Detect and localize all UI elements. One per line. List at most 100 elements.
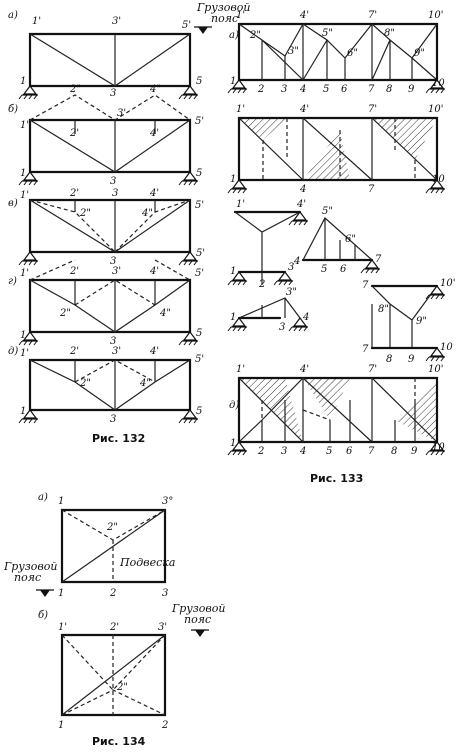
node-label: 1 (230, 76, 236, 87)
node-label: 3 (110, 414, 116, 425)
truss-v-dashed (29, 199, 191, 253)
node-label: 4" (149, 84, 161, 95)
fig134-a: а) 1 3° 2" 1 2 3 Подвеска Грузовой пояс (3, 492, 175, 599)
truss-v-chords (28, 198, 192, 254)
node-label: 4' (299, 364, 309, 375)
substruct-web (302, 217, 373, 261)
node-label: 1' (20, 268, 29, 279)
node-label: 9" (416, 316, 427, 327)
hatched-panel (372, 118, 437, 160)
node-label: 1' (236, 199, 245, 210)
support-icon (288, 211, 309, 226)
node-label: 2' (69, 188, 79, 199)
frame-b-diagonal (61, 634, 166, 716)
node-label: 1' (236, 10, 245, 21)
node-label: 10' (428, 364, 443, 375)
fig132-group: а) 1' 3' 5' 1 3 5 Грузовой пояс б) 1' 2"… (8, 1, 250, 445)
letter-a: а) (8, 10, 18, 21)
substruct-web (234, 211, 301, 272)
node-label: 6" (345, 234, 356, 245)
node-label: 5 (196, 406, 202, 417)
letter-g: г) (8, 276, 17, 287)
node-label: 5 (196, 328, 202, 339)
fig133-v: 1' 4' 1 2 3 1 3" 3 4 5" 6" 4 5 6 7 (227, 199, 455, 365)
truss-a-chords (28, 32, 192, 88)
node-label: 4' (149, 266, 159, 277)
truss-a-web (29, 33, 191, 87)
node-label: 2" (79, 378, 91, 389)
node-label: 4 (299, 184, 306, 195)
substruct-web (371, 285, 438, 348)
fig133-b: 1' 4' 7' 10' 1 4 7 10 (227, 104, 446, 195)
node-label: 4" (141, 208, 153, 219)
node-label: 5' (195, 354, 204, 365)
node-label: 5 (321, 264, 327, 275)
node-label: 2 (109, 588, 116, 599)
node-label: 6" (347, 48, 358, 59)
node-label: 10' (428, 10, 443, 21)
truss-g-dashed (29, 259, 191, 306)
node-label: 3" (288, 46, 299, 57)
truss-133b-dashed (262, 118, 416, 180)
node-label: 7' (368, 104, 377, 115)
node-label: 1 (230, 312, 236, 323)
node-label: 7 (362, 344, 369, 355)
node-label: 1 (20, 168, 26, 179)
fig133-group: а) 1' 4' 7' 10' 2" 3" 5" 6" 8" 9" 1 2 3 … (227, 10, 455, 485)
suspension-label: Подвеска (119, 556, 175, 569)
hatched-panel (239, 118, 287, 140)
fig133-d: д) 1' 4' 7' 10' 1 2 3 4 5 6 7 8 9 10 (227, 364, 446, 457)
node-label: 1 (230, 174, 236, 185)
node-label: 10' (428, 104, 443, 115)
node-label: 4" (159, 308, 171, 319)
truss-133a-web (238, 23, 438, 81)
node-label: 4' (149, 188, 159, 199)
node-label: 1 (20, 330, 26, 341)
load-belt-label: пояс (211, 12, 238, 25)
node-label: 5' (182, 20, 191, 31)
node-label: 1 (20, 406, 26, 417)
node-label: 1' (20, 120, 29, 131)
node-label: 9 (408, 84, 415, 95)
node-label: 4' (299, 104, 309, 115)
node-label: 5 (326, 446, 332, 457)
node-label: 5' (195, 268, 204, 279)
caption-fig134: Рис. 134 (92, 735, 146, 748)
node-label: 4 (302, 312, 309, 323)
load-belt-label: пояс (184, 613, 211, 626)
node-label: 3' (117, 108, 126, 119)
node-label: 10 (432, 442, 445, 453)
node-label: 4 (299, 84, 306, 95)
node-label: 5' (195, 116, 204, 127)
node-label: 3' (112, 16, 121, 27)
node-label: 10 (432, 78, 445, 89)
node-label: 4 (299, 446, 306, 457)
node-label: 1' (32, 16, 41, 27)
fig132-g: г) 1' 2' 3' 4' 5' 2" 4" 1 3 5 (8, 259, 204, 347)
node-label: 4' (149, 346, 159, 357)
letter-v: в) (8, 198, 18, 209)
node-label: 3 (110, 176, 116, 187)
node-label: 1 (58, 588, 64, 599)
truss-b-dashed (29, 94, 191, 121)
node-label: 6 (346, 446, 353, 457)
node-label: 1' (20, 190, 29, 201)
node-label: 3 (110, 88, 116, 99)
node-label: 3" (286, 287, 297, 298)
node-label: 1' (236, 104, 245, 115)
node-label: 3' (112, 266, 121, 277)
node-label: 3 (110, 256, 116, 267)
fig132-v: в) 1' 2' 2" 3 4' 4" 5' 3 5' (8, 188, 205, 267)
node-label: 4' (296, 199, 306, 210)
node-label: 5' (195, 200, 204, 211)
node-label: 2' (69, 128, 79, 139)
letter-b: б) (38, 610, 48, 621)
node-label: 7' (368, 364, 377, 375)
node-label: 1' (20, 348, 29, 359)
node-label: 3' (112, 346, 121, 357)
node-label: 6 (341, 84, 348, 95)
caption-fig133: Рис. 133 (310, 472, 363, 485)
node-label: 10 (432, 174, 445, 185)
node-label: 2" (69, 84, 81, 95)
truss-b-chords (28, 118, 192, 174)
